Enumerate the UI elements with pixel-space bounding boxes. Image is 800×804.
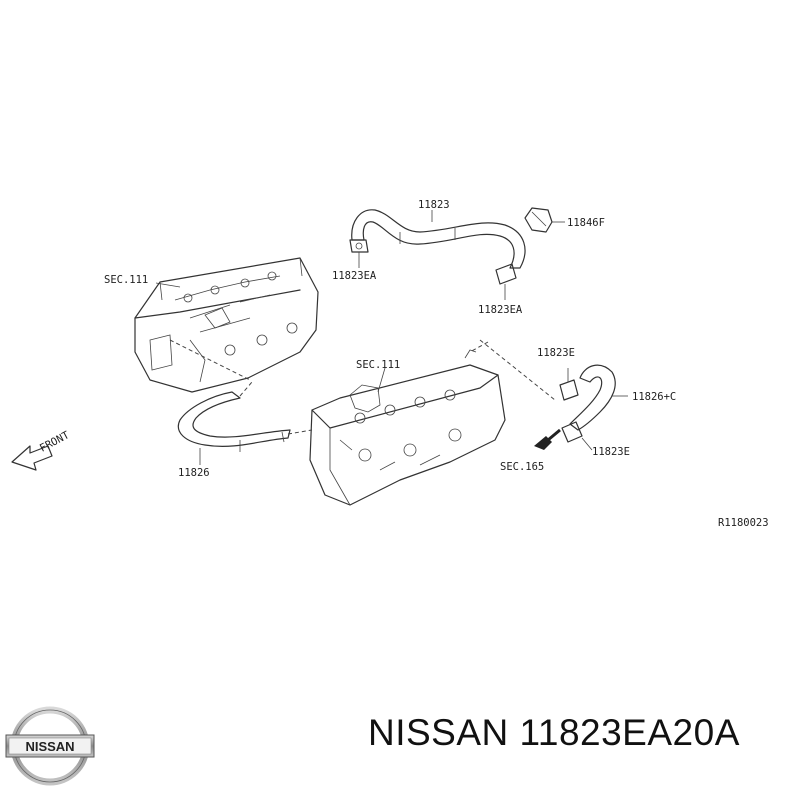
label-ref-code: R1180023 (718, 517, 769, 529)
label-clamp-11846f: 11846F (567, 217, 605, 229)
label-sec-165: SEC.165 (500, 461, 544, 473)
label-hose-11826: 11826 (178, 467, 210, 479)
label-hose-11823: 11823 (418, 199, 450, 211)
label-sec-111-upper: SEC.111 (104, 274, 148, 286)
sec-165-arrow (534, 428, 561, 450)
label-sec-111-center: SEC.111 (356, 359, 400, 371)
hose-11826-c (469, 339, 628, 451)
nissan-logo: NISSAN (2, 698, 98, 794)
upper-left-cylinder-head (134, 257, 319, 393)
label-front: FRONT (38, 429, 72, 455)
clamp-11846f (524, 207, 565, 233)
label-clamp-11823e-top: 11823E (537, 347, 575, 359)
hose-11823 (351, 209, 526, 269)
part-number-caption: NISSAN 11823EA20A (368, 712, 740, 753)
front-arrow-icon (11, 445, 53, 471)
label-clamp-11823ea-left: 11823EA (332, 270, 377, 282)
clamp-11823ea-left (349, 239, 369, 268)
clamp-11823ea-mid (495, 263, 517, 300)
label-clamp-11823e-bottom: 11823E (592, 446, 630, 458)
logo-text: NISSAN (25, 739, 74, 754)
hose-11826 (177, 381, 313, 452)
label-hose-11826-c: 11826+C (632, 391, 676, 403)
center-cylinder-head (309, 349, 506, 506)
label-clamp-11823ea-mid: 11823EA (478, 304, 523, 316)
